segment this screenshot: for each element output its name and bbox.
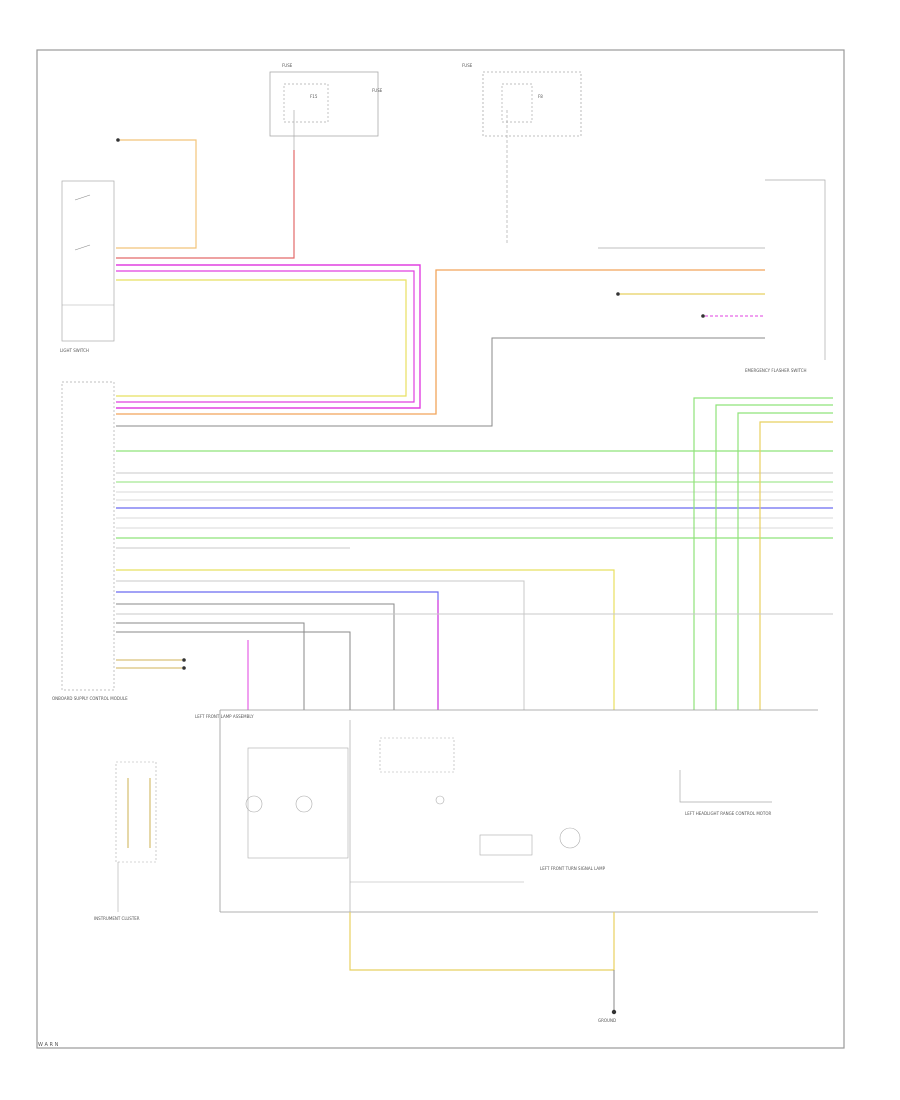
wire-green-v2 xyxy=(715,404,833,710)
wire-yellow-v4 xyxy=(759,421,833,710)
svg-text:F8: F8 xyxy=(538,94,543,99)
wire-yellow-1 xyxy=(116,279,407,397)
instrument-cluster-label: INSTRUMENT CLUSTER xyxy=(94,916,140,921)
onboard-supply-module: ONBOARD SUPPLY CONTROL MODULE xyxy=(52,381,128,701)
onboard-supply-label: ONBOARD SUPPLY CONTROL MODULE xyxy=(52,696,128,701)
left-front-lamp-assembly: LEFT FRONT LAMP ASSEMBLY LEFT FRONT TURN… xyxy=(195,709,818,945)
light-switch-label: LIGHT SWITCH xyxy=(60,348,89,353)
fuse-box-right: FUSE F8 xyxy=(462,63,582,245)
light-switch-component: LIGHT SWITCH xyxy=(60,180,115,353)
diagram-frame xyxy=(36,49,845,1049)
instrument-cluster: INSTRUMENT CLUSTER xyxy=(94,761,157,921)
emergency-label: EMERGENCY FLASHER SWITCH xyxy=(745,368,807,373)
svg-text:F15: F15 xyxy=(310,94,318,99)
footer-code: W A R N xyxy=(38,1042,59,1048)
fuse-left-label: FUSE xyxy=(282,63,293,68)
wire-gray-low-1 xyxy=(116,580,525,710)
wire-magenta-1 xyxy=(116,264,421,409)
wire-tan-top xyxy=(116,139,197,249)
ground-label: GROUND xyxy=(598,1018,616,1023)
left-front-assembly-label: LEFT FRONT LAMP ASSEMBLY xyxy=(195,714,254,719)
wire-magenta-2 xyxy=(116,270,415,403)
wire-green-v3 xyxy=(737,412,833,710)
wire-yellow-low xyxy=(116,569,615,710)
wire-red-fuse xyxy=(116,150,295,259)
wire-green-v1 xyxy=(693,397,833,710)
wire-gray-low-4 xyxy=(116,622,305,710)
wire-gray-low-5 xyxy=(116,631,351,710)
wire-blue-low xyxy=(116,591,439,710)
wire-orange-emergency xyxy=(116,269,765,415)
fuse-right-label: FUSE xyxy=(462,63,473,68)
wire-gray-low-2 xyxy=(116,603,395,710)
wire-gray-emergency xyxy=(116,337,765,427)
wire-tan-ground xyxy=(349,912,615,971)
svg-text:FUSE: FUSE xyxy=(372,88,383,93)
emergency-flasher-component: EMERGENCY FLASHER SWITCH xyxy=(598,179,826,373)
headlight-range-motor: LEFT HEADLIGHT RANGE CONTROL MOTOR xyxy=(679,770,772,816)
fuse-box-left: FUSE F15 FUSE xyxy=(269,63,383,150)
right-fender-label: LEFT HEADLIGHT RANGE CONTROL MOTOR xyxy=(685,811,772,816)
turn-lamp-label: LEFT FRONT TURN SIGNAL LAMP xyxy=(540,866,606,871)
